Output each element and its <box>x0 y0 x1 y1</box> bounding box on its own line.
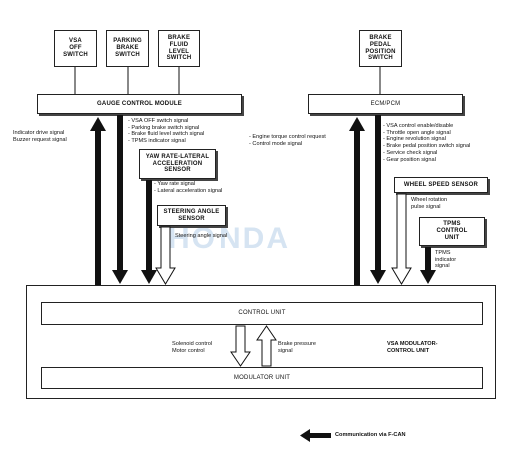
tpms-control-unit-box: TPMS CONTROL UNIT <box>419 217 485 246</box>
fcan-down-arrow-yaw-head <box>141 270 157 284</box>
gauge-right-signals: - VSA OFF switch signal - Parking brake … <box>128 118 205 145</box>
vsa-off-switch-box: VSA OFF SWITCH <box>54 30 97 67</box>
hollow-down-arrow-solenoid <box>230 325 251 367</box>
modulator-unit-box: MODULATOR UNIT <box>41 367 483 389</box>
legend-label: Communication via F-CAN <box>335 432 406 438</box>
hollow-down-arrow-steering <box>155 226 176 285</box>
fcan-up-arrow-gauge-head <box>90 117 106 131</box>
wheel-speed-sensor-box: WHEEL SPEED SENSOR <box>394 177 488 193</box>
fcan-down-arrow-ecm-head <box>370 270 386 284</box>
vsa-modulator-control-unit-frame <box>26 285 496 399</box>
ecm-pcm-box: ECM/PCM <box>308 94 463 114</box>
fcan-up-arrow-gauge-shaft <box>95 130 101 285</box>
solenoid-signal: Solenoid control Motor control <box>172 341 213 354</box>
hollow-down-arrow-wheel <box>391 193 412 285</box>
fcan-down-arrow-ecm-shaft <box>375 115 381 271</box>
vsa-modulator-label: VSA MODULATOR- CONTROL UNIT <box>387 341 438 354</box>
fcan-down-arrow-tpms-head <box>420 270 436 284</box>
watermark-logo: HONDA <box>168 222 291 255</box>
gauge-left-signals: Indicator drive signal Buzzer request si… <box>13 130 67 143</box>
fcan-down-arrow-tpms-shaft <box>425 247 431 271</box>
tpms-signal: TPMS indicator signal <box>435 250 457 270</box>
fcan-down-arrow-gauge-shaft <box>117 115 123 271</box>
wheel-signal: Wheel rotation pulse signal <box>411 197 448 210</box>
parking-brake-switch-box: PARKING BRAKE SWITCH <box>106 30 149 67</box>
engine-signals: - Engine torque control request - Contro… <box>249 134 326 147</box>
legend-arrow-shaft <box>309 433 331 438</box>
brake-pressure-signal: Brake pressure signal <box>278 341 316 354</box>
fcan-up-arrow-ecm-shaft <box>354 130 360 285</box>
legend-arrow-head <box>300 429 310 442</box>
fcan-down-arrow-gauge-head <box>112 270 128 284</box>
steering-angle-sensor-box: STEERING ANGLE SENSOR <box>157 205 226 226</box>
hollow-up-arrow-brake-pressure <box>256 325 277 367</box>
brake-pedal-position-switch-box: BRAKE PEDAL POSITION SWITCH <box>359 30 402 67</box>
fcan-up-arrow-ecm-head <box>349 117 365 131</box>
brake-fluid-level-switch-box: BRAKE FLUID LEVEL SWITCH <box>158 30 200 67</box>
yaw-signals: - Yaw rate signal - Lateral acceleration… <box>154 181 223 194</box>
control-unit-box: CONTROL UNIT <box>41 302 483 325</box>
ecm-signals: - VSA control enable/disable - Throttle … <box>383 123 471 163</box>
steering-signal: Steering angle signal <box>175 233 228 239</box>
yaw-rate-sensor-box: YAW RATE-LATERAL ACCELERATION SENSOR <box>139 149 216 179</box>
gauge-control-module-box: GAUGE CONTROL MODULE <box>37 94 242 114</box>
fcan-down-arrow-yaw-shaft <box>146 180 152 271</box>
